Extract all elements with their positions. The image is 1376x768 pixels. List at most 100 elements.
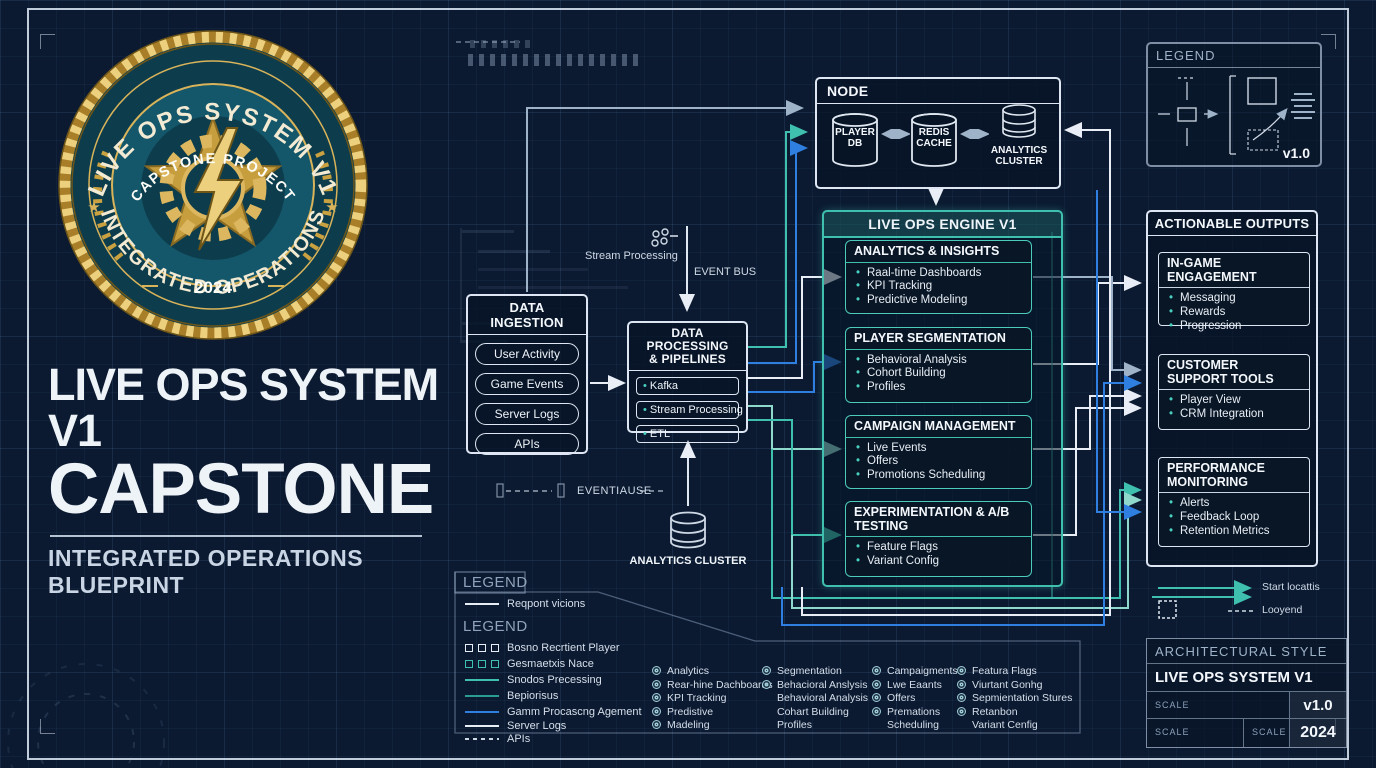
legend-version: v1.0 — [1282, 145, 1310, 161]
db-sync-arrow-icon — [960, 129, 989, 139]
legend-item-icon — [652, 666, 661, 675]
legend-col-item: Retanbon — [972, 705, 1018, 718]
legend-col-item: Analytics — [667, 665, 710, 677]
legend-row: Gesmaetxis Nace — [465, 658, 594, 670]
event-bus-label: EVENT BUS — [694, 266, 757, 278]
legend-row: Bepiorisus — [465, 690, 558, 702]
legend-item-icon — [957, 706, 966, 716]
legend-top-box: LEGEND v1.0 — [1146, 42, 1322, 167]
data-processing-title-line2: & PIPELINES — [649, 352, 726, 366]
eventiause-label: EVENTIAUSE — [577, 485, 652, 497]
titleblock-system-name: LIVE OPS SYSTEM V1 — [1155, 669, 1313, 686]
line-swatch-teal — [465, 679, 499, 681]
legend-item-icon — [957, 679, 966, 689]
legend-col-item: Sepmientation Stures — [972, 692, 1073, 704]
module-campaign-management: CAMPAIGN MANAGEMENT Live Events Offers P… — [845, 415, 1032, 489]
legend-item-icon — [872, 706, 881, 716]
output-item: Progression — [1169, 320, 1303, 334]
analytics-cluster-db-icon — [1002, 104, 1036, 138]
module-analytics-insights: ANALYTICS & INSIGHTS Raal-time Dashboard… — [845, 240, 1032, 314]
module-item: KPI Tracking — [856, 280, 1025, 294]
titleblock-version-cell: v1.0 — [1290, 692, 1346, 718]
node-title: NODE — [817, 79, 1059, 104]
ingestion-item-game-events: Game Events — [475, 373, 579, 395]
legend-row: Gamm Procascng Agement — [465, 706, 642, 718]
player-db-label: PLAYER DB — [835, 127, 875, 149]
legend-item-icon — [652, 679, 661, 689]
legend-column-features: Featura Flags Viurtant Gonhg Sepmientati… — [957, 665, 1077, 733]
legend-item-icon — [957, 666, 966, 675]
legend-col-item: Predistive — [667, 705, 714, 718]
legend-col-item: Madeling — [667, 719, 710, 731]
node-box: NODE PLAYER DB REDIS CACHE ANALYTICS CLU… — [815, 77, 1061, 189]
data-processing-title: DATA PROCESSING & PIPELINES — [629, 323, 746, 371]
titleblock-year-cell: 2024 — [1290, 719, 1346, 747]
title-subtitle: INTEGRATED OPERATIONS BLUEPRINT — [48, 544, 364, 598]
line-swatch-teal-dark — [465, 695, 499, 697]
deco-bars — [470, 40, 530, 48]
module-item: Promotions Scheduling — [856, 469, 1025, 483]
legend-col-item: Featura Flags — [972, 665, 1037, 677]
legend-row0-label: Reqpont vicions — [507, 598, 586, 610]
legend-col-item: Offers — [887, 692, 916, 704]
legend-row-label: Bepiorisus — [507, 690, 559, 702]
deco-line — [478, 250, 550, 253]
output-customer-support: CUSTOMER SUPPORT TOOLS Player View CRM I… — [1158, 354, 1310, 430]
module-experimentation: EXPERIMENTATION & A/B TESTING Feature Fl… — [845, 501, 1032, 577]
data-processing-title-line1: DATA PROCESSING — [646, 326, 729, 353]
module-item: Raal-time Dashboards — [856, 267, 1025, 281]
legend-column-campaigns: Campaigments Lwe Eaants Offers Premation… — [872, 665, 992, 733]
module-item: Behavioral Analysis — [856, 354, 1025, 368]
main-title-block: LIVE OPS SYSTEM V1 CAPSTONE INTEGRATED O… — [48, 362, 448, 599]
legend-col-item: Profiles — [777, 719, 813, 731]
scale-label: SCALE — [1252, 727, 1287, 737]
analytics-cluster-label: ANALYTICS CLUSTER — [629, 555, 747, 567]
stream-processing-label: Stream Processing — [585, 250, 678, 262]
legend-row-label: Bosno Recrtient Player — [507, 642, 620, 654]
output-item: Retention Metrics — [1169, 525, 1303, 539]
module-title: PLAYER SEGMENTATION — [846, 328, 1031, 350]
legend-col-item: KPI Tracking — [667, 692, 727, 704]
module-item: Live Events — [856, 442, 1025, 456]
legend-row: Bosno Recrtient Player — [465, 642, 620, 654]
output-title: CUSTOMER SUPPORT TOOLS — [1159, 355, 1309, 390]
outputs-title: ACTIONABLE OUTPUTS — [1148, 212, 1316, 236]
output-item: Rewards — [1169, 306, 1303, 320]
line-swatch-white — [465, 725, 499, 727]
legend-col-item: Behavioral Analysis — [777, 692, 869, 704]
scale-label: SCALE — [1155, 727, 1190, 737]
titleblock-scale-cell2: SCALE — [1147, 719, 1244, 747]
legend-row-label: Gesmaetxis Nace — [507, 658, 594, 670]
legend-row: APIs — [465, 733, 530, 745]
legend-col-item: Viurtant Gonhg — [972, 678, 1043, 691]
data-processing-box: DATA PROCESSING & PIPELINES Kafka Stream… — [627, 321, 748, 443]
db-sync-arrow-icon — [881, 129, 910, 139]
analytics-cluster-icon — [670, 511, 706, 549]
legend2-title: LEGEND — [463, 618, 528, 635]
output-title: IN-GAME ENGAGEMENT — [1159, 253, 1309, 288]
mini-legend-label2: Looyend — [1262, 604, 1303, 616]
capstone-badge: ★ ★ LIVE OPS SYSTEM V1 CAPSTONE PROJECT … — [58, 30, 368, 340]
legend-row-label: APIs — [507, 733, 531, 745]
legend-col-item: Lwe Eaants — [887, 678, 942, 691]
output-item: Feedback Loop — [1169, 511, 1303, 525]
legend-item-icon — [762, 679, 771, 689]
titleblock-scale-cell: SCALE — [1147, 692, 1290, 718]
scale-label: SCALE — [1155, 700, 1190, 710]
ingestion-item-apis: APIs — [475, 433, 579, 455]
output-performance-monitoring: PERFORMANCE MONITORING Alerts Feedback L… — [1158, 457, 1310, 547]
year-value: 2024 — [1300, 724, 1336, 741]
legend-col-item: Behacioral Anslysis — [777, 678, 868, 691]
line-swatch-blue — [465, 711, 499, 713]
badge-year: 2024 — [194, 278, 232, 297]
module-title: ANALYTICS & INSIGHTS — [846, 241, 1031, 263]
legend-symbols-icon — [1158, 75, 1315, 155]
data-ingestion-box: DATA INGESTION User Activity Game Events… — [466, 294, 588, 455]
processing-item-etl: ETL — [636, 425, 739, 443]
node-analytics-label: ANALYTICS CLUSTER — [990, 145, 1048, 167]
legend-row-label: Snodos Precessing — [507, 674, 602, 686]
legend-col-item: Segmentation — [777, 665, 842, 677]
star-left-icon: ★ — [87, 199, 100, 216]
star-right-icon: ★ — [325, 199, 338, 216]
